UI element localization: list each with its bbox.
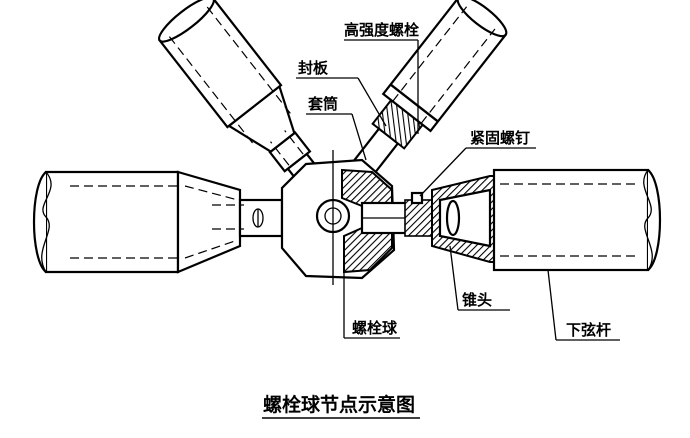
right-lower-chord	[360, 168, 662, 272]
label-lower-chord: 下弦杆	[566, 321, 611, 339]
upper-left-tube	[158, 0, 326, 193]
label-bolt-ball: 螺栓球	[352, 319, 398, 337]
bolt-ball	[280, 150, 396, 285]
left-lower-chord	[32, 170, 284, 274]
label-cone-head: 锥头	[462, 291, 492, 309]
label-set-screw: 紧固螺钉	[470, 129, 530, 147]
label-sealing-plate: 封板	[298, 59, 329, 77]
leader-lines	[296, 39, 620, 341]
diagram-caption: 螺栓球节点示意图	[263, 393, 415, 416]
label-sleeve: 套筒	[307, 95, 338, 113]
label-high-strength-bolt: 高强度螺栓	[344, 21, 419, 39]
upper-right-tube	[352, 0, 508, 177]
